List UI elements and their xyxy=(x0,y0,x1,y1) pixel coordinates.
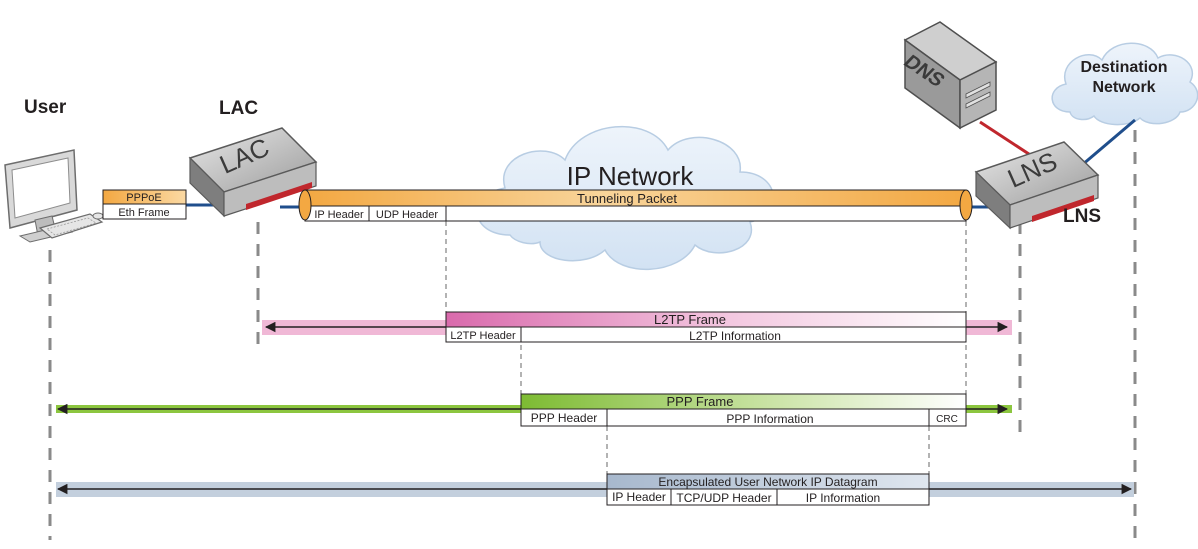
vertical-guides xyxy=(48,130,1137,540)
l2tp-information: L2TP Information xyxy=(689,329,781,343)
lns-destination-link xyxy=(1081,118,1136,167)
ip-network-label: IP Network xyxy=(567,161,695,191)
ppp-frame-title: PPP Frame xyxy=(667,394,734,409)
l2tp-frame-row: L2TP Frame L2TP Header L2TP Information xyxy=(262,311,1012,343)
ip-datagram-title: Encapsulated User Network IP Datagram xyxy=(658,475,877,489)
datagram-tcp-udp-header: TCP/UDP Header xyxy=(676,491,771,505)
tunnel-udp-header: UDP Header xyxy=(376,209,438,221)
lns-router-icon: LNS xyxy=(974,141,1100,230)
l2tp-frame-title: L2TP Frame xyxy=(654,312,726,327)
tunneling-packet: Tunneling Packet IP Header UDP Header xyxy=(298,189,973,222)
l2tp-header: L2TP Header xyxy=(450,330,516,342)
lac-label: LAC xyxy=(219,98,258,119)
destination-network-label-line1: Destination xyxy=(1080,59,1167,76)
user-computer-icon xyxy=(4,149,104,243)
ppp-header: PPP Header xyxy=(531,411,598,425)
lac-router-icon: LAC xyxy=(188,127,318,218)
lns-label: LNS xyxy=(1063,206,1101,227)
ppp-frame-row: PPP Frame PPP Header PPP Information CRC xyxy=(56,393,1012,427)
frame-guides xyxy=(445,212,967,474)
dns-server-icon: DNS xyxy=(899,21,998,130)
tunnel-ip-header: IP Header xyxy=(314,209,364,221)
destination-network-cloud xyxy=(1051,42,1198,126)
user-label: User xyxy=(24,97,67,118)
destination-network-label-line2: Network xyxy=(1092,79,1155,96)
datagram-ip-header: IP Header xyxy=(612,490,666,504)
ppp-information: PPP Information xyxy=(726,412,813,426)
ip-datagram-row: Encapsulated User Network IP Datagram IP… xyxy=(56,473,1134,506)
datagram-ip-information: IP Information xyxy=(806,491,880,505)
ppp-crc: CRC xyxy=(936,414,958,425)
tunneling-packet-title: Tunneling Packet xyxy=(577,191,677,206)
pppoe-label: PPPoE xyxy=(126,192,161,204)
pppoe-eth-frame: PPPoE Eth Frame xyxy=(102,189,187,220)
eth-frame-label: Eth Frame xyxy=(118,207,169,219)
